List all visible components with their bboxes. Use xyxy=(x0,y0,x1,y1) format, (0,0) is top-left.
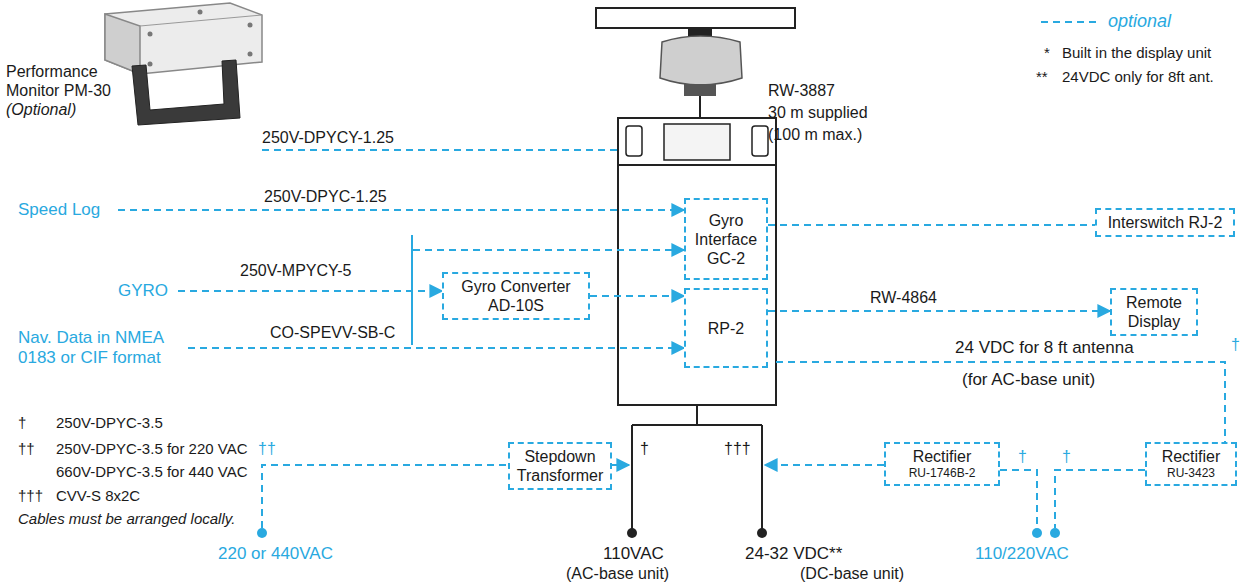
component-box: Gyro Converter AD-10S xyxy=(442,272,590,320)
note-label: † xyxy=(1018,448,1027,466)
terminal-dots xyxy=(257,528,1060,538)
note-label: CVV-S 8x2C xyxy=(56,487,140,504)
node-text: Remote Display xyxy=(1116,293,1192,331)
cable-connector xyxy=(590,295,684,297)
note-label: 110VAC xyxy=(603,544,664,563)
legend-text: optional xyxy=(1108,11,1171,32)
note-label: ††† xyxy=(18,487,43,504)
note-label: † xyxy=(18,414,26,431)
note-label: 660V-DPYC-3.5 for 440 VAC xyxy=(56,463,247,480)
rectifier-feed xyxy=(1055,470,1145,528)
cable-connector xyxy=(768,224,1095,226)
cable-type-label: 250V-DPYC-1.25 xyxy=(262,188,389,206)
node-text: Rectifier xyxy=(1151,447,1231,466)
cable-type-label: RW-4864 xyxy=(868,289,939,307)
note-label: Built in the display unit xyxy=(1062,44,1211,61)
monitor-cable xyxy=(262,149,618,151)
component-box: RectifierRU-1746B-2 xyxy=(884,442,1000,486)
component-box: RectifierRU-3423 xyxy=(1145,442,1237,486)
note-label: ** xyxy=(1036,68,1048,85)
optional-cables xyxy=(262,150,1225,528)
cable-connector xyxy=(768,310,1110,312)
note-label: 24VDC only for 8ft ant. xyxy=(1062,68,1214,85)
cable-connector xyxy=(178,250,684,291)
note-label: 30 m supplied xyxy=(768,104,868,122)
node-text: Nav. Data in NMEA 0183 or CIF format xyxy=(18,328,188,368)
note-label: 250V-DPYCY-1.25 xyxy=(262,129,394,147)
node-text: Speed Log xyxy=(18,200,118,220)
note-label: 220 or 440VAC xyxy=(218,544,333,563)
antenna-illustration xyxy=(596,8,795,118)
note-label: †† xyxy=(18,440,35,457)
note-label: †† xyxy=(258,440,276,458)
note-label: † xyxy=(1062,448,1071,466)
note-label: 250V-DPYC-3.5 xyxy=(56,414,163,431)
transformer-feed xyxy=(262,465,508,528)
node-text: RU-1746B-2 xyxy=(890,466,994,481)
node-text: (Optional) xyxy=(6,100,124,119)
rectifier-feed xyxy=(1000,470,1037,528)
transformer-output xyxy=(612,464,629,466)
cable-type-label: CO-SPEVV-SB-C xyxy=(268,324,397,342)
note-label: (100 m max.) xyxy=(768,126,862,144)
legend-item: optional xyxy=(1040,11,1171,32)
node-text: Interswitch RJ-2 xyxy=(1101,213,1229,232)
cable-connector xyxy=(118,209,684,211)
node-text: RU-3423 xyxy=(1151,466,1231,481)
note-label: RW-3887 xyxy=(768,82,835,100)
node-text: GYRO xyxy=(118,281,178,301)
device-label: Performance Monitor PM-30(Optional) xyxy=(6,62,124,119)
note-label: Cables must be arranged locally. xyxy=(18,510,235,527)
note-label: † xyxy=(640,440,649,458)
node-text: Gyro Converter AD-10S xyxy=(448,277,584,315)
component-box: Stepdown Transformer xyxy=(508,442,612,490)
node-text: RP-2 xyxy=(690,319,762,338)
note-label: 250V-MPYCY-5 xyxy=(240,262,351,280)
note-label: (for AC-base unit) xyxy=(962,370,1095,389)
device-label: Speed Log xyxy=(18,200,118,220)
power-bus xyxy=(632,405,762,533)
note-label: 250V-DPYC-3.5 for 220 VAC xyxy=(56,440,247,457)
component-box: RP-2 xyxy=(684,288,768,368)
note-label: 110/220VAC xyxy=(975,544,1069,563)
component-box: Remote Display xyxy=(1110,288,1198,336)
note-label: (DC-base unit) xyxy=(800,565,904,583)
note-label: (AC-base unit) xyxy=(566,565,669,583)
device-label: Nav. Data in NMEA 0183 or CIF format xyxy=(18,328,188,368)
device-label: GYRO xyxy=(118,281,178,301)
antenna-dc-cable xyxy=(776,362,1225,442)
node-text: Stepdown Transformer xyxy=(514,447,606,485)
node-text: Rectifier xyxy=(890,447,994,466)
component-box: Gyro Interface GC-2 xyxy=(684,198,768,280)
dashed-line-sample xyxy=(1041,21,1099,23)
performance-monitor-illustration xyxy=(105,3,262,125)
node-text: Performance Monitor PM-30 xyxy=(6,62,124,100)
note-label: 24 VDC for 8 ft antenna xyxy=(955,338,1134,357)
note-label: † xyxy=(1231,336,1240,354)
legend-sample xyxy=(1040,17,1100,27)
display-unit-illustration xyxy=(618,118,776,405)
cable-connector xyxy=(178,290,442,292)
note-label: 24-32 VDC** xyxy=(745,544,842,563)
note-label: * xyxy=(1044,44,1050,61)
component-box: Interswitch RJ-2 xyxy=(1095,208,1235,237)
rectifier-output xyxy=(765,464,884,466)
note-label: ††† xyxy=(724,440,751,458)
cable-connector xyxy=(188,347,684,349)
node-text: Gyro Interface GC-2 xyxy=(690,211,762,268)
